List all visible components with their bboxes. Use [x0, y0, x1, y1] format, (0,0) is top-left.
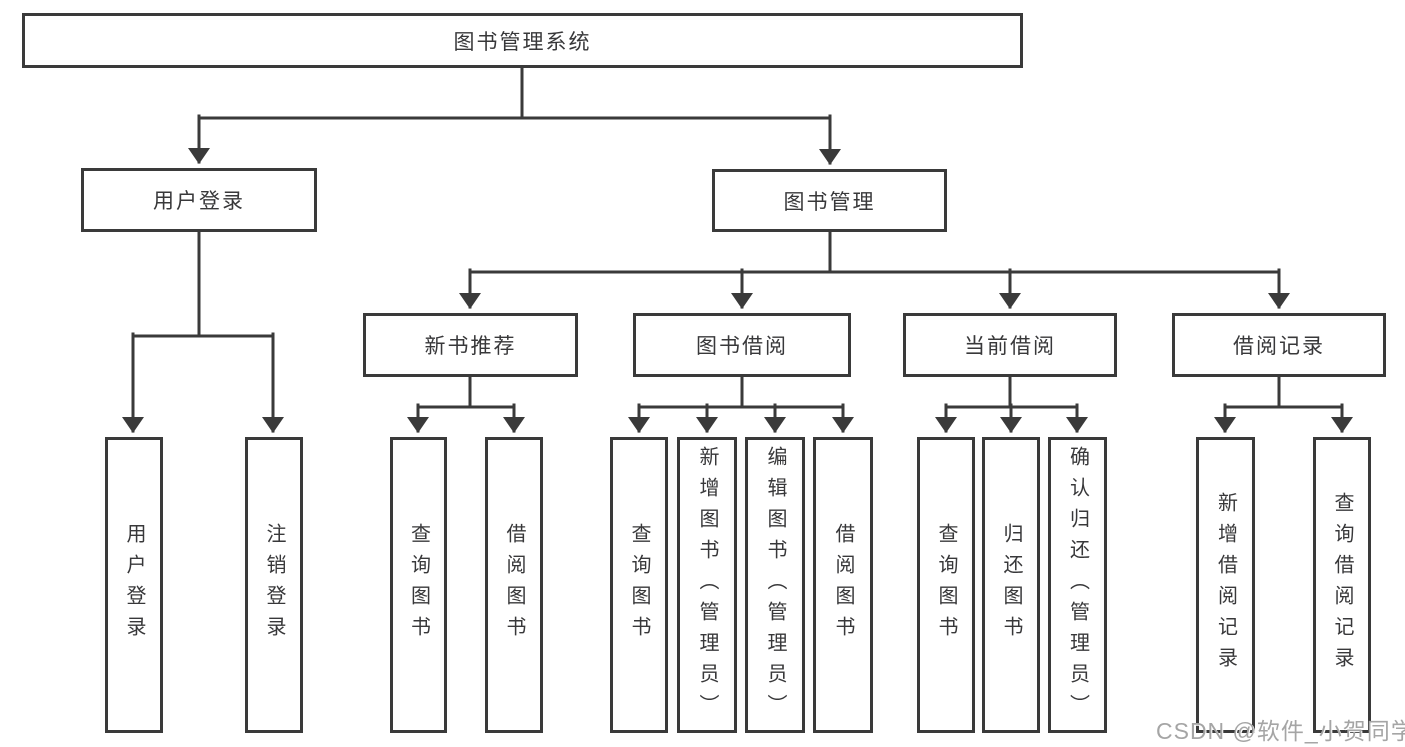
leaf-cb-confirm-return-admin: 确认归还（管理员） — [1048, 437, 1107, 733]
leaf-cb-query-books: 查询图书 — [917, 437, 975, 733]
leaf-user-login: 用户登录 — [105, 437, 163, 733]
leaf-bb-query-books: 查询图书 — [610, 437, 668, 733]
connector-current-borrow — [935, 375, 1088, 433]
connector-new-book-rec — [407, 375, 525, 433]
node-borrow-records: 借阅记录 — [1172, 313, 1386, 377]
node-new-book-recommend: 新书推荐 — [363, 313, 578, 377]
leaf-rec-query-books: 查询图书 — [390, 437, 447, 733]
connector-segment — [131, 230, 275, 338]
connector-borrow-records — [1214, 375, 1353, 433]
leaf-br-add-record: 新增借阅记录 — [1196, 437, 1255, 733]
leaf-br-query-record: 查询借阅记录 — [1313, 437, 1371, 733]
leaf-logout: 注销登录 — [245, 437, 303, 733]
connector-book-borrow — [628, 375, 854, 433]
connector-segment — [944, 375, 1079, 409]
connector-segment — [197, 66, 832, 120]
connector-segment — [416, 375, 516, 409]
connector-root — [188, 66, 841, 165]
node-book-management: 图书管理 — [712, 169, 947, 232]
node-current-borrow: 当前借阅 — [903, 313, 1117, 377]
connector-segment — [637, 375, 845, 409]
leaf-bb-borrow-books: 借阅图书 — [813, 437, 873, 733]
node-root: 图书管理系统 — [22, 13, 1023, 68]
node-user-login: 用户登录 — [81, 168, 317, 232]
leaf-rec-borrow-books: 借阅图书 — [485, 437, 543, 733]
csdn-watermark: CSDN @软件_小贺同学 — [1156, 718, 1405, 744]
leaf-bb-add-books-admin: 新增图书（管理员） — [677, 437, 737, 733]
connector-segment — [1223, 375, 1344, 409]
connector-segment — [468, 230, 1281, 274]
connector-user-login — [122, 230, 284, 433]
node-book-borrow: 图书借阅 — [633, 313, 851, 377]
leaf-bb-edit-books-admin: 编辑图书（管理员） — [745, 437, 805, 733]
leaf-cb-return-books: 归还图书 — [982, 437, 1040, 733]
connector-book-management — [459, 230, 1290, 309]
